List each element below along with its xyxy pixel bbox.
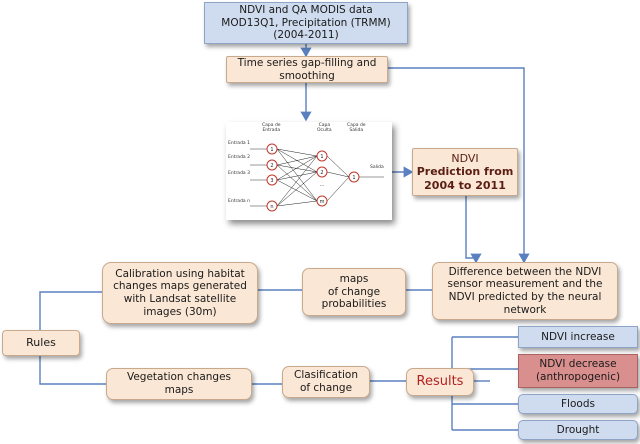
classification-line-1: Clasification xyxy=(293,369,358,382)
probabilities-line-2: of change xyxy=(327,285,381,298)
prediction-line-1: NDVI xyxy=(451,152,479,166)
drought-label: Drought xyxy=(556,423,600,436)
input-3-label: Entrada 3 xyxy=(228,171,250,176)
header-line-2: MOD13Q1, Precipitation (TRMM) xyxy=(221,16,391,29)
arrow-gapfill-to-difference xyxy=(388,67,530,264)
calibration-line-3: with Landsat satellite xyxy=(123,293,237,305)
arrow-prediction-to-difference xyxy=(465,196,482,264)
drought-box: Drought xyxy=(518,420,638,440)
edge-hid1-out xyxy=(326,155,350,178)
difference-line-3: NDVI predicted by the neural xyxy=(448,291,602,303)
hidden-layer-label: Capa Oculta xyxy=(317,123,332,133)
prediction-line-2: Prediction from xyxy=(416,165,514,179)
vegetation-line-2: maps xyxy=(164,384,194,396)
edge-hid2-out xyxy=(326,171,350,178)
vegetation-line-1: Vegetation changes xyxy=(126,371,232,384)
classification-line-2: of change xyxy=(299,382,353,394)
edge-in1-hid4 xyxy=(276,148,318,202)
edge-in4-hid1 xyxy=(276,155,318,207)
difference-line-4: network xyxy=(503,303,547,316)
hidden-node-3: ... xyxy=(320,182,325,188)
calibration-box: Calibration using habitat changes maps g… xyxy=(102,262,258,324)
probabilities-box: maps of change probabilities xyxy=(302,268,406,316)
neural-network-graph: 1 2 3 n 1 2... m 1 xyxy=(250,143,384,212)
line-calibration-to-rules xyxy=(39,291,102,330)
results-box: Results xyxy=(406,368,474,396)
edge-in3-hid4 xyxy=(276,179,318,202)
input-1-label: Entrada 1 xyxy=(228,141,250,146)
edge-in2-hid4 xyxy=(276,164,318,202)
calibration-line-4: images (30m) xyxy=(143,305,217,318)
difference-box: Difference between the NDVI sensor measu… xyxy=(432,262,618,320)
edge-in3-hid2 xyxy=(276,171,318,181)
prediction-line-3: 2004 to 2011 xyxy=(424,178,506,192)
input-layer-label: Capa de Entrada xyxy=(262,123,281,133)
vegetation-box: Vegetation changes maps xyxy=(106,368,252,400)
hidden-node-4: m xyxy=(316,195,328,207)
output-layer-label: Capa de Salida xyxy=(347,123,366,133)
gapfill-line-1: Time series gap-filling and xyxy=(237,56,377,69)
header-line-1: NDVI and QA MODIS data xyxy=(239,4,373,17)
input-node-3: 3 xyxy=(266,174,278,186)
difference-line-1: Difference between the NDVI xyxy=(448,265,602,278)
probabilities-line-1: maps xyxy=(339,273,369,286)
input-node-4-label: n xyxy=(270,204,273,210)
edge-in1-hid1 xyxy=(276,148,318,157)
ndvi-decrease-line-1: NDVI decrease xyxy=(539,358,617,371)
input-2-label: Entrada 2 xyxy=(228,155,250,160)
prediction-box: NDVI Prediction from 2004 to 2011 xyxy=(412,148,518,196)
classification-box: Clasification of change xyxy=(282,366,370,398)
output-label: Salida xyxy=(370,165,384,170)
edge-in2-hid1 xyxy=(276,155,318,166)
edge-in3-hid1 xyxy=(276,155,318,181)
gapfill-line-2: smoothing xyxy=(279,69,335,82)
header-line-3: (2004-2011) xyxy=(273,29,339,42)
ndvi-increase-box: NDVI increase xyxy=(518,326,638,348)
edge-in4-hid4 xyxy=(276,200,318,207)
calibration-line-2: changes maps generated xyxy=(113,280,247,293)
edge-hid4-out xyxy=(326,176,350,202)
edge-in2-hid2 xyxy=(276,164,318,173)
output-node-label: 1 xyxy=(352,175,355,181)
input-data-box: NDVI and QA MODIS data MOD13Q1, Precipit… xyxy=(204,2,408,44)
difference-line-2: sensor measurement and the xyxy=(447,278,603,291)
hidden-node-2: 2 xyxy=(316,166,328,178)
probabilities-line-3: probabilities xyxy=(321,298,387,311)
hidden-node-3-label: ... xyxy=(320,182,325,188)
input-node-1: 1 xyxy=(266,143,278,155)
input-n-label: Entrada n xyxy=(228,199,250,204)
input-node-2: 2 xyxy=(266,159,278,171)
calibration-line-1: Calibration using habitat xyxy=(115,267,245,280)
input-node-3-label: 3 xyxy=(270,178,273,184)
input-node-2-label: 2 xyxy=(270,163,273,169)
rules-label: Rules xyxy=(26,336,56,350)
line-rules-to-vegetation xyxy=(39,354,106,385)
output-node: 1 xyxy=(348,171,360,183)
ndvi-increase-label: NDVI increase xyxy=(541,330,615,343)
floods-box: Floods xyxy=(518,394,638,414)
hidden-node-2-label: 2 xyxy=(320,170,323,176)
ndvi-decrease-box: NDVI decrease (anthropogenic) xyxy=(518,354,638,388)
hidden-node-1: 1 xyxy=(316,150,328,162)
rules-box: Rules xyxy=(2,330,80,356)
hidden-node-4-label: m xyxy=(320,199,325,205)
ndvi-decrease-line-2: (anthropogenic) xyxy=(535,371,621,383)
gapfill-box: Time series gap-filling and smoothing xyxy=(226,56,388,83)
edge-in4-hid2 xyxy=(276,171,318,207)
input-node-4: n xyxy=(266,200,278,212)
hidden-node-1-label: 1 xyxy=(320,154,323,160)
input-node-1-label: 1 xyxy=(270,147,273,153)
floods-label: Floods xyxy=(561,397,595,410)
results-label: Results xyxy=(416,374,464,390)
